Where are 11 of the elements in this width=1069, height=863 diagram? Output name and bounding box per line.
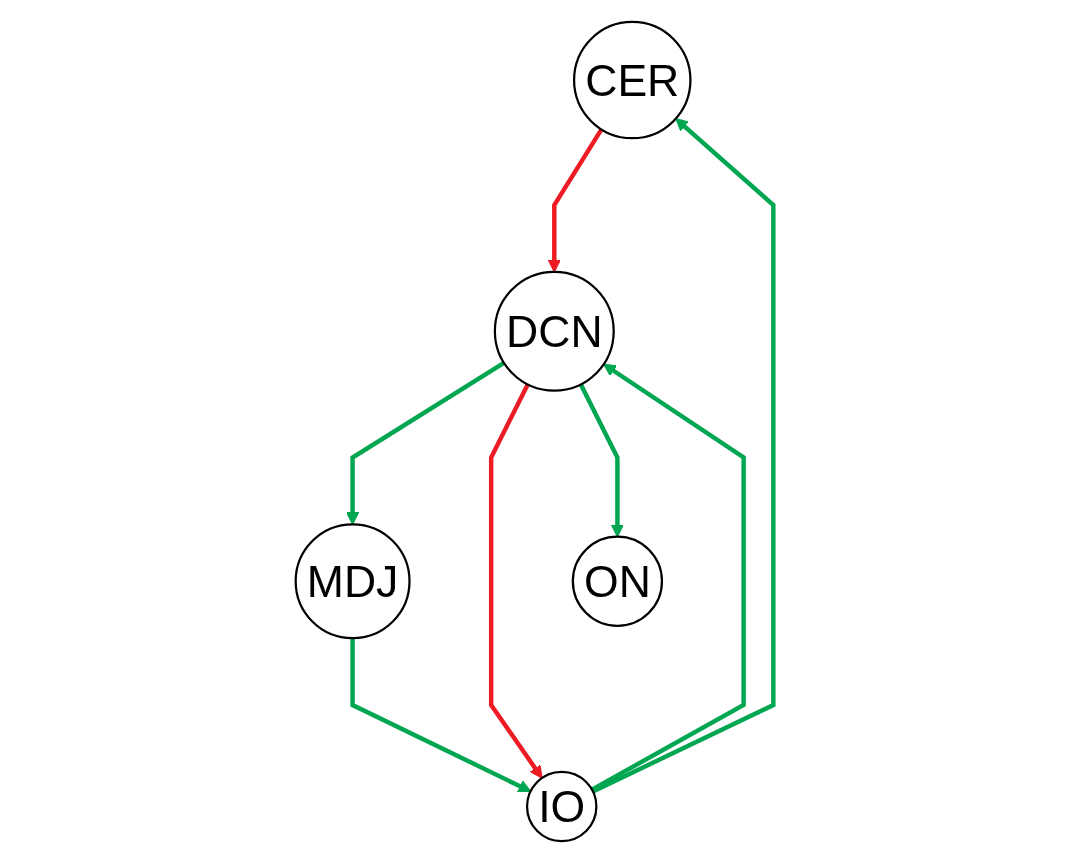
arrow bbox=[350, 638, 532, 793]
node-circle: IO bbox=[525, 770, 598, 843]
arrow bbox=[590, 363, 746, 792]
node-circle: CER bbox=[572, 20, 692, 140]
node-circle: MDJ bbox=[294, 523, 411, 640]
arrow bbox=[488, 383, 543, 779]
node-circle: DCN bbox=[493, 270, 615, 392]
arrow bbox=[346, 360, 506, 525]
arrow bbox=[547, 128, 604, 273]
node-circle: ON bbox=[571, 535, 664, 627]
arrow bbox=[592, 118, 776, 794]
